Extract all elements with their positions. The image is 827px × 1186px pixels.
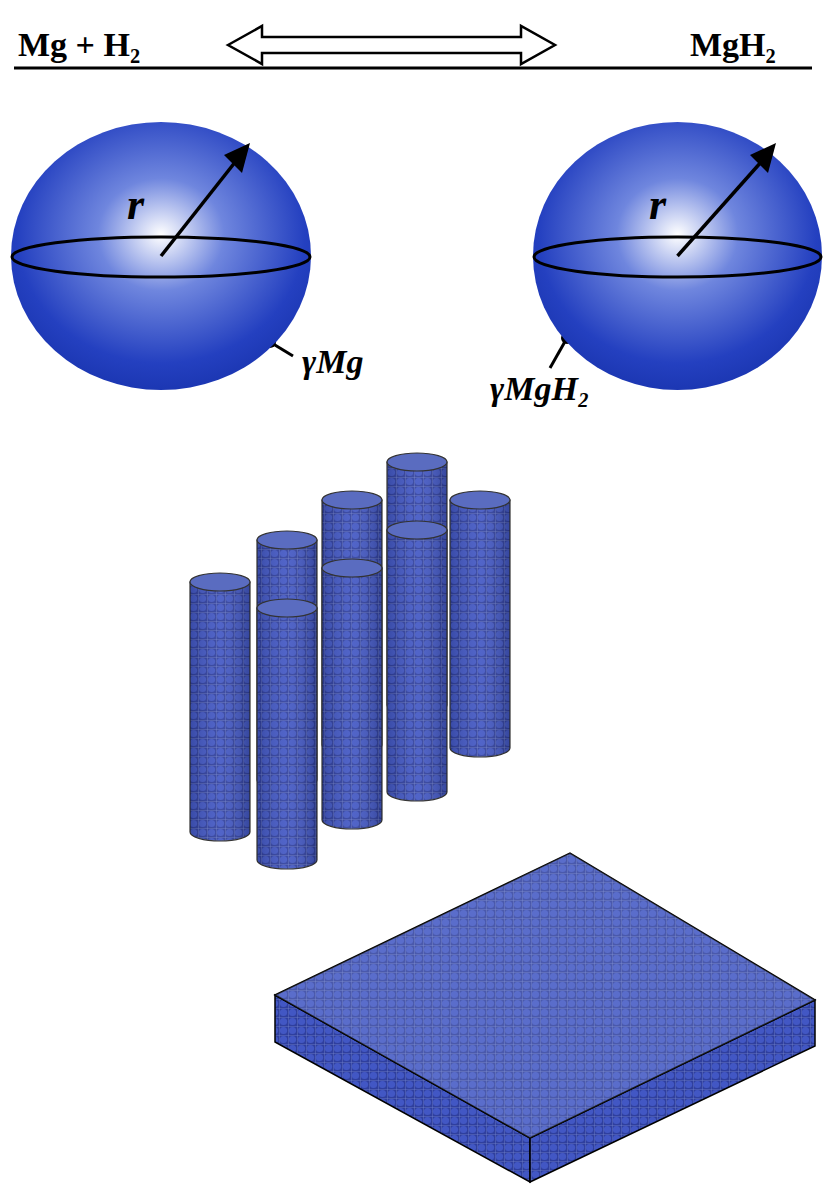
- thin-film: [275, 853, 815, 1182]
- nanowire-array: [190, 453, 510, 869]
- radius-label: r: [649, 183, 666, 227]
- product-formula: MgH₂: [690, 28, 776, 62]
- nanowire: [322, 559, 382, 829]
- radius-label: r: [127, 183, 144, 227]
- nanowire: [387, 521, 447, 801]
- double-arrow: [228, 26, 555, 64]
- sphere: r: [532, 121, 823, 391]
- nanowire: [450, 491, 510, 757]
- reactant-formula: Mg + H₂: [18, 28, 140, 62]
- sphere: r: [10, 121, 312, 391]
- surface-energy: γMgH₂: [490, 372, 590, 406]
- nanowire: [190, 573, 250, 841]
- sphere-shape: [10, 121, 312, 391]
- nanowire: [257, 599, 317, 869]
- underline: [14, 67, 812, 70]
- sphere-shape: [532, 121, 823, 391]
- surface-energy: γMg: [302, 345, 363, 379]
